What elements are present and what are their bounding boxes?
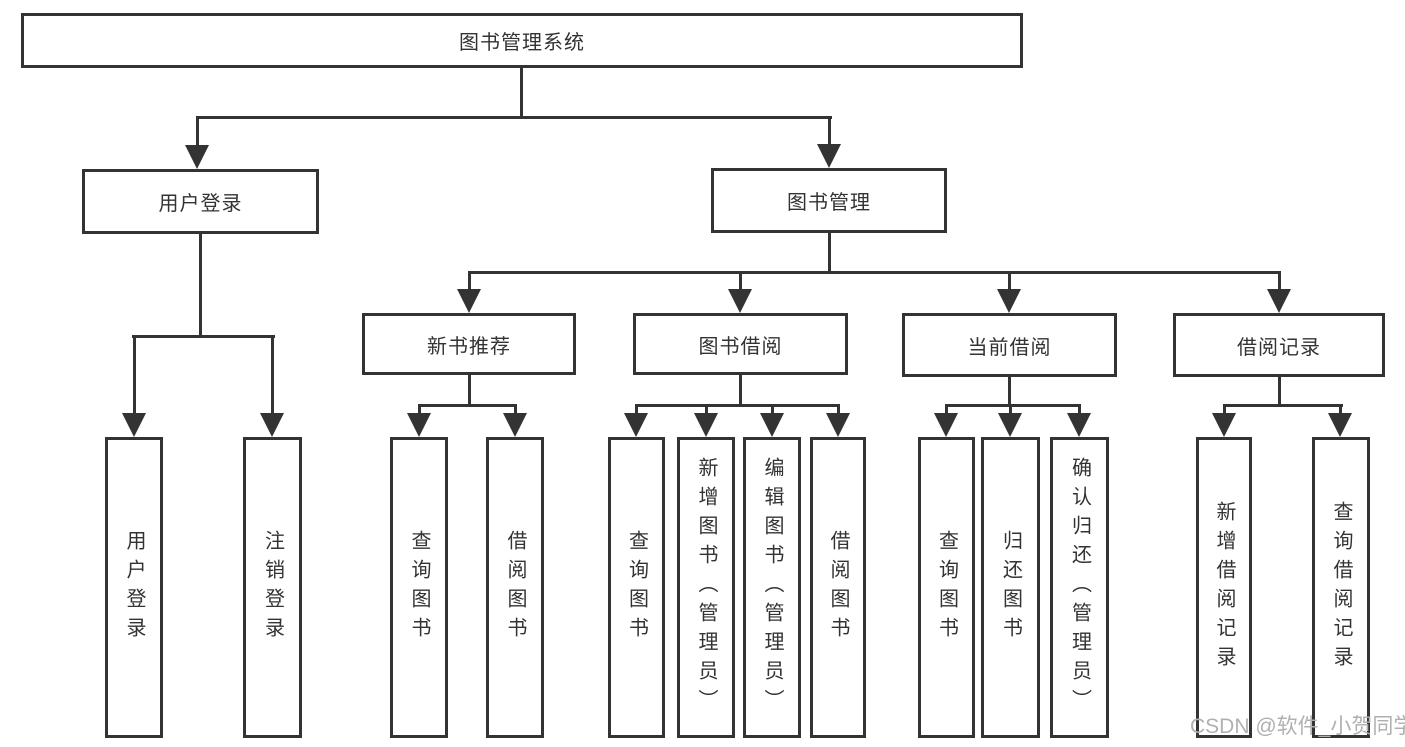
node-logout-leaf: 注销登录	[243, 437, 302, 738]
arrowhead-down-icon	[826, 413, 850, 437]
node-nb-query-books: 查询图书	[390, 437, 448, 738]
node-nb-borrow-books-label: 借阅图书	[504, 529, 526, 646]
connector-line	[133, 335, 136, 415]
node-new-book-recommend: 新书推荐	[362, 313, 576, 375]
arrowhead-down-icon	[457, 289, 481, 313]
connector-line	[635, 404, 839, 407]
arrowhead-down-icon	[503, 413, 527, 437]
node-bb-query-books: 查询图书	[608, 437, 665, 738]
arrowhead-down-icon	[122, 413, 146, 437]
arrowhead-down-icon	[1067, 413, 1091, 437]
node-bb-add-books-admin: 新增图书（管理员）	[677, 437, 735, 738]
node-br-query-record-label: 查询借阅记录	[1330, 500, 1352, 675]
node-bb-borrow-books-label: 借阅图书	[827, 529, 849, 646]
connector-line	[635, 404, 638, 415]
node-library-system: 图书管理系统	[21, 13, 1023, 68]
connector-line	[771, 404, 774, 415]
node-user-login-leaf-label: 用户登录	[123, 529, 145, 646]
node-br-add-record: 新增借阅记录	[1196, 437, 1252, 738]
arrowhead-down-icon	[1267, 289, 1291, 313]
connector-line	[1339, 404, 1342, 415]
arrowhead-down-icon	[407, 413, 431, 437]
connector-line	[705, 404, 708, 415]
connector-line	[739, 375, 742, 406]
node-bb-edit-books-admin-label: 编辑图书（管理员）	[761, 457, 783, 718]
arrowhead-down-icon	[997, 289, 1021, 313]
node-borrow-records: 借阅记录	[1173, 313, 1385, 377]
node-book-borrow-label: 图书借阅	[698, 335, 783, 358]
connector-line	[514, 404, 517, 415]
node-cb-confirm-return-admin-label: 确认归还（管理员）	[1068, 457, 1091, 718]
connector-line	[828, 233, 831, 274]
connector-line	[132, 335, 275, 338]
arrowhead-down-icon	[260, 413, 284, 437]
connector-line	[837, 404, 840, 415]
connector-line	[945, 404, 1080, 407]
node-user-login: 用户登录	[82, 169, 319, 234]
connector-line	[1278, 377, 1281, 406]
arrowhead-down-icon	[934, 413, 958, 437]
arrowhead-down-icon	[728, 289, 752, 313]
connector-line	[196, 116, 199, 147]
connector-line	[468, 271, 1281, 274]
node-book-management-label: 图书管理	[787, 192, 871, 214]
arrowhead-down-icon	[760, 413, 784, 437]
arrowhead-down-icon	[1212, 413, 1236, 437]
node-cb-query-books-label: 查询图书	[935, 529, 958, 646]
node-nb-borrow-books: 借阅图书	[486, 437, 544, 738]
node-logout-leaf-label: 注销登录	[261, 529, 284, 646]
node-new-book-recommend-label: 新书推荐	[427, 335, 511, 358]
node-book-management: 图书管理	[711, 168, 947, 233]
node-br-add-record-label: 新增借阅记录	[1213, 500, 1235, 675]
connector-line	[196, 116, 832, 119]
node-current-borrow: 当前借阅	[902, 313, 1117, 377]
connector-line	[1009, 404, 1012, 415]
connector-line	[739, 271, 742, 292]
arrowhead-down-icon	[185, 145, 209, 169]
node-br-query-record: 查询借阅记录	[1312, 437, 1370, 738]
node-bb-query-books-label: 查询图书	[625, 529, 648, 646]
connector-line	[1223, 404, 1226, 415]
arrowhead-down-icon	[817, 144, 841, 168]
node-library-system-label: 图书管理系统	[459, 32, 585, 54]
node-borrow-records-label: 借阅记录	[1237, 336, 1321, 359]
node-current-borrow-label: 当前借阅	[967, 336, 1052, 359]
connector-line	[828, 116, 831, 146]
connector-line	[1008, 271, 1011, 292]
connector-line	[418, 404, 421, 415]
connector-line	[1278, 271, 1281, 292]
node-cb-query-books: 查询图书	[918, 437, 975, 738]
node-bb-add-books-admin-label: 新增图书（管理员）	[695, 457, 717, 718]
node-book-borrow: 图书借阅	[633, 313, 848, 375]
node-cb-confirm-return-admin: 确认归还（管理员）	[1050, 437, 1109, 738]
node-bb-borrow-books: 借阅图书	[810, 437, 866, 738]
node-cb-return-books: 归还图书	[981, 437, 1040, 738]
connector-line	[520, 68, 523, 119]
connector-line	[271, 335, 274, 415]
node-user-login-leaf: 用户登录	[105, 437, 163, 738]
connector-line	[1223, 404, 1343, 407]
connector-line	[418, 404, 517, 407]
connector-line	[468, 271, 471, 292]
connector-line	[199, 234, 202, 338]
node-user-login-label: 用户登录	[158, 193, 243, 215]
node-bb-edit-books-admin: 编辑图书（管理员）	[743, 437, 801, 738]
connector-line	[1008, 377, 1011, 406]
arrowhead-down-icon	[694, 413, 718, 437]
arrowhead-down-icon	[998, 413, 1022, 437]
node-cb-return-books-label: 归还图书	[999, 529, 1022, 646]
connector-line	[945, 404, 948, 415]
watermark: CSDN @软件_小贺同学	[1190, 715, 1405, 738]
arrowhead-down-icon	[624, 413, 648, 437]
connector-line	[1078, 404, 1081, 415]
arrowhead-down-icon	[1328, 413, 1352, 437]
connector-line	[468, 375, 471, 406]
node-nb-query-books-label: 查询图书	[408, 529, 430, 646]
